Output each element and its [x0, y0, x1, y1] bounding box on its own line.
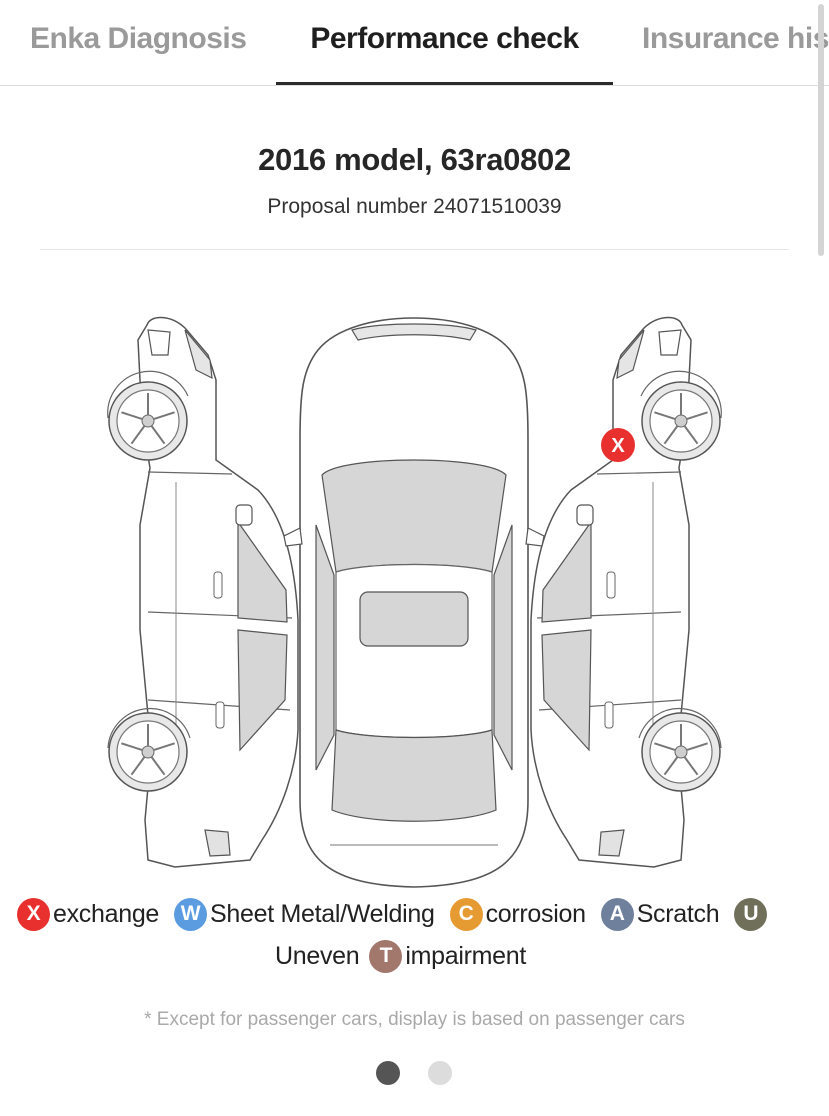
tab-bar: Enka Diagnosis Performance check Insuran… — [0, 0, 829, 86]
divider — [40, 249, 789, 250]
legend-uneven: Uneven — [275, 941, 360, 971]
damage-marker-exchange-icon: X — [601, 428, 635, 462]
legend-corrosion: C corrosion — [449, 897, 586, 931]
uneven-badge-icon: U — [734, 897, 768, 931]
legend-exchange: X exchange — [17, 897, 160, 931]
welding-badge-icon: W — [174, 897, 208, 931]
tab-performance-check[interactable]: Performance check — [310, 22, 579, 55]
svg-text:X: X — [611, 435, 625, 457]
legend-label: exchange — [53, 899, 160, 928]
tab-enka-diagnosis[interactable]: Enka Diagnosis — [30, 22, 247, 55]
active-tab-indicator — [276, 82, 613, 85]
tab-insurance-history[interactable]: Insurance his — [642, 22, 829, 55]
scratch-badge-icon: A — [600, 897, 634, 931]
legend-row: Uneven T impairment — [275, 936, 541, 976]
legend-label: Scratch — [636, 899, 720, 928]
proposal-number: Proposal number 24071510039 — [267, 195, 562, 218]
legend-row: X exchange W Sheet Metal/Welding C corro… — [17, 894, 785, 934]
footnote: * Except for passenger cars, display is … — [144, 1009, 685, 1030]
pager-dots — [376, 1061, 452, 1085]
legend-label: Sheet Metal/Welding — [210, 899, 435, 928]
exchange-badge-icon: X — [17, 897, 50, 931]
top-view — [283, 317, 545, 888]
legend-label: Uneven — [275, 941, 360, 970]
corrosion-badge-icon: C — [449, 897, 483, 931]
legend-label: corrosion — [485, 899, 586, 928]
vehicle-title: 2016 model, 63ra0802 — [258, 142, 571, 177]
legend-uneven-badge: U — [734, 897, 770, 931]
legend-label: impairment — [405, 941, 527, 970]
pager-dot-1[interactable] — [376, 1061, 400, 1085]
scrollbar[interactable] — [818, 4, 824, 256]
legend-impairment: T impairment — [369, 939, 527, 973]
legend-sheet-metal-welding: W Sheet Metal/Welding — [174, 897, 435, 931]
legend-scratch: A Scratch — [600, 897, 720, 931]
car-diagram: X — [0, 300, 829, 888]
pager-dot-2[interactable] — [428, 1061, 452, 1085]
impairment-badge-icon: T — [369, 939, 403, 973]
